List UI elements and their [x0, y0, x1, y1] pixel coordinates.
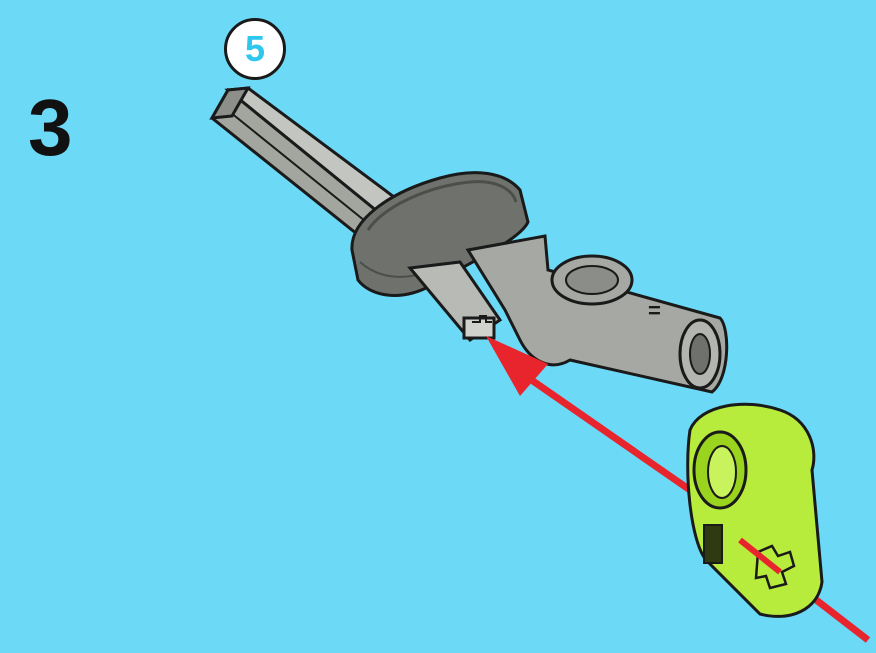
svg-text:=: =: [648, 298, 661, 323]
perpendicular-axle-pin-connector-icon: [688, 404, 822, 616]
